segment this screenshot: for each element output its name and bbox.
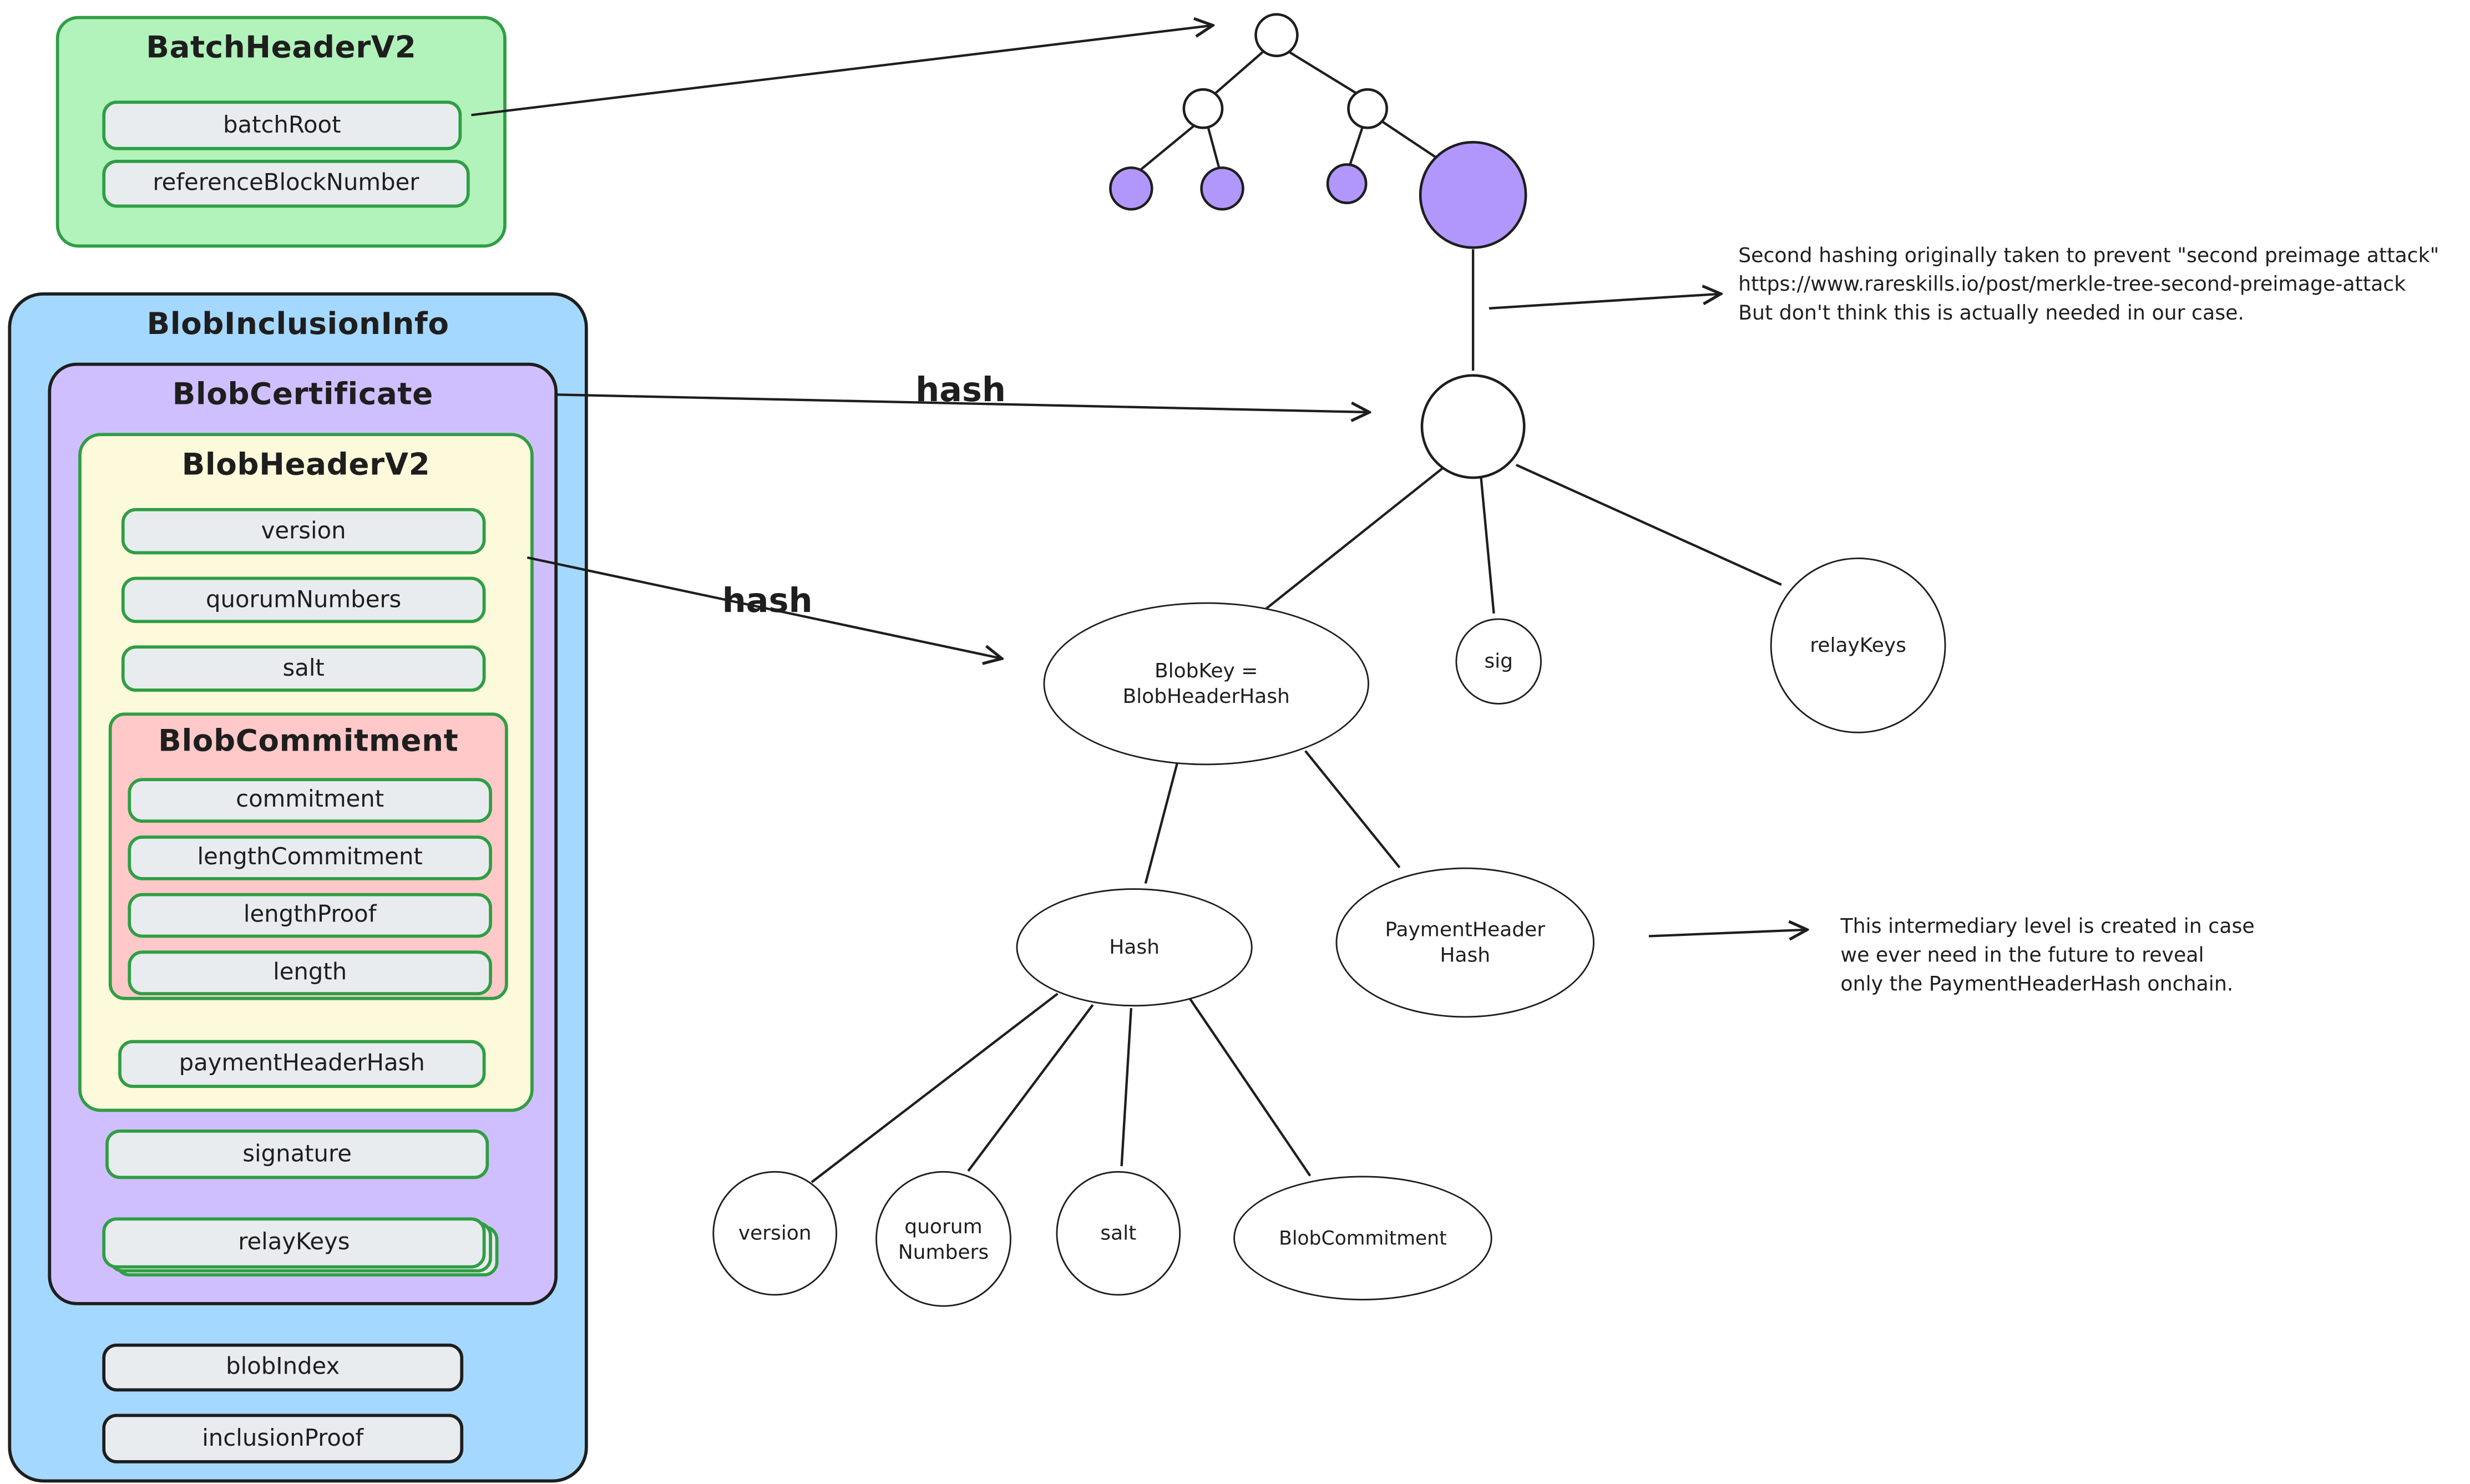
tree-edge: [1381, 120, 1440, 161]
tree-big-leaf-node: [1419, 140, 1527, 249]
blob-header-title: BlobHeaderV2: [181, 447, 431, 483]
field-relay-keys-stack: relayKeys: [102, 1217, 486, 1269]
tree-edge: [1138, 125, 1194, 172]
blob-certificate-title: BlobCertificate: [172, 377, 433, 412]
node-blob-key-line1: BlobKey =: [1154, 659, 1258, 683]
node-version: version: [712, 1171, 837, 1296]
blob-certificate-box: BlobCertificate BlobHeaderV2 version quo…: [48, 362, 558, 1305]
arrow-to-preimage-note: [1489, 294, 1719, 310]
field-version: version: [121, 508, 486, 555]
tree-root-node: [1254, 13, 1299, 58]
field-batch-root: batchRoot: [102, 100, 462, 150]
field-signature: signature: [105, 1129, 489, 1179]
node-quorum-line2: Numbers: [898, 1239, 989, 1263]
blob-inclusion-info-title: BlobInclusionInfo: [146, 306, 449, 342]
tree-leaf-node: [1200, 166, 1244, 211]
edge-hash-to-version: [811, 992, 1059, 1183]
node-quorum-line1: quorum: [904, 1214, 983, 1238]
field-commitment: commitment: [128, 778, 492, 823]
hash-label-certificate: hash: [915, 371, 1006, 409]
note-second-preimage-line1: Second hashing originally taken to preve…: [1738, 242, 2439, 267]
node-blob-key-line2: BlobHeaderHash: [1122, 683, 1290, 708]
edge-blobkey-to-hash: [1144, 762, 1179, 884]
tree-internal-node-left: [1182, 88, 1224, 129]
tree-edge: [1349, 125, 1364, 165]
edge-blobkey-to-payment: [1304, 750, 1401, 869]
arrow-to-intermediary-note: [1648, 930, 1805, 936]
node-sig: sig: [1455, 618, 1542, 705]
node-salt: salt: [1056, 1171, 1181, 1296]
field-quorum-numbers: quorumNumbers: [121, 576, 486, 624]
tree-leaf-node: [1109, 166, 1153, 211]
node-blob-commitment: BlobCommitment: [1233, 1176, 1492, 1301]
arrow-batchroot-to-root: [471, 26, 1211, 117]
edge-circle-to-blobkey: [1261, 467, 1444, 613]
edge-circle-to-relaykeys: [1515, 464, 1782, 586]
note-intermediary-line1: This intermediary level is created in ca…: [1840, 914, 2255, 938]
tree-internal-node-right: [1347, 88, 1388, 129]
field-relay-keys: relayKeys: [102, 1217, 486, 1269]
tree-edge: [1206, 125, 1221, 168]
edge-hash-to-salt: [1120, 1007, 1132, 1167]
hash-label-header: hash: [722, 581, 813, 620]
blob-commitment-title: BlobCommitment: [158, 723, 459, 759]
node-payment-header-line1: PaymentHeader: [1385, 918, 1546, 942]
field-length-proof: lengthProof: [128, 893, 492, 938]
field-length: length: [128, 950, 492, 996]
certificate-hash-circle: [1420, 374, 1526, 479]
field-inclusion-proof: inclusionProof: [102, 1414, 464, 1463]
batch-header-title: BatchHeaderV2: [146, 30, 417, 66]
note-intermediary-line3: only the PaymentHeaderHash onchain.: [1840, 971, 2234, 995]
field-length-commitment: lengthCommitment: [128, 835, 492, 880]
node-payment-header-hash: PaymentHeader Hash: [1335, 867, 1595, 1018]
node-hash: Hash: [1016, 888, 1253, 1007]
note-intermediary: This intermediary level is created in ca…: [1840, 912, 2254, 997]
node-quorum-numbers: quorum Numbers: [875, 1171, 1011, 1307]
node-payment-header-line2: Hash: [1440, 943, 1491, 967]
batch-header-box: BatchHeaderV2 batchRoot referenceBlockNu…: [55, 16, 507, 248]
blob-header-box: BlobHeaderV2 version quorumNumbers salt …: [78, 433, 534, 1112]
tree-leaf-node: [1326, 163, 1368, 205]
edge-hash-to-quorum: [967, 1004, 1094, 1172]
field-blob-index: blobIndex: [102, 1343, 464, 1392]
field-payment-header-hash: paymentHeaderHash: [118, 1040, 486, 1088]
edge-circle-to-sig: [1480, 477, 1495, 614]
tree-edge: [1287, 50, 1359, 95]
note-url: https://www.rareskills.io/post/merkle-tr…: [1738, 271, 2406, 296]
note-intermediary-line2: we ever need in the future to reveal: [1840, 942, 2204, 966]
tree-edge: [1213, 50, 1265, 95]
note-second-preimage-line3: But don't think this is actually needed …: [1738, 300, 2244, 324]
edge-hash-to-blobcommitment: [1187, 996, 1312, 1177]
note-second-preimage: Second hashing originally taken to preve…: [1738, 241, 2439, 327]
blob-inclusion-info-box: BlobInclusionInfo BlobCertificate BlobHe…: [8, 292, 588, 1483]
blob-commitment-box: BlobCommitment commitment lengthCommitme…: [108, 712, 508, 1000]
node-relay-keys: relayKeys: [1770, 558, 1946, 733]
node-blob-key: BlobKey = BlobHeaderHash: [1043, 602, 1369, 766]
field-reference-block-number: referenceBlockNumber: [102, 159, 470, 208]
field-salt: salt: [121, 645, 486, 692]
